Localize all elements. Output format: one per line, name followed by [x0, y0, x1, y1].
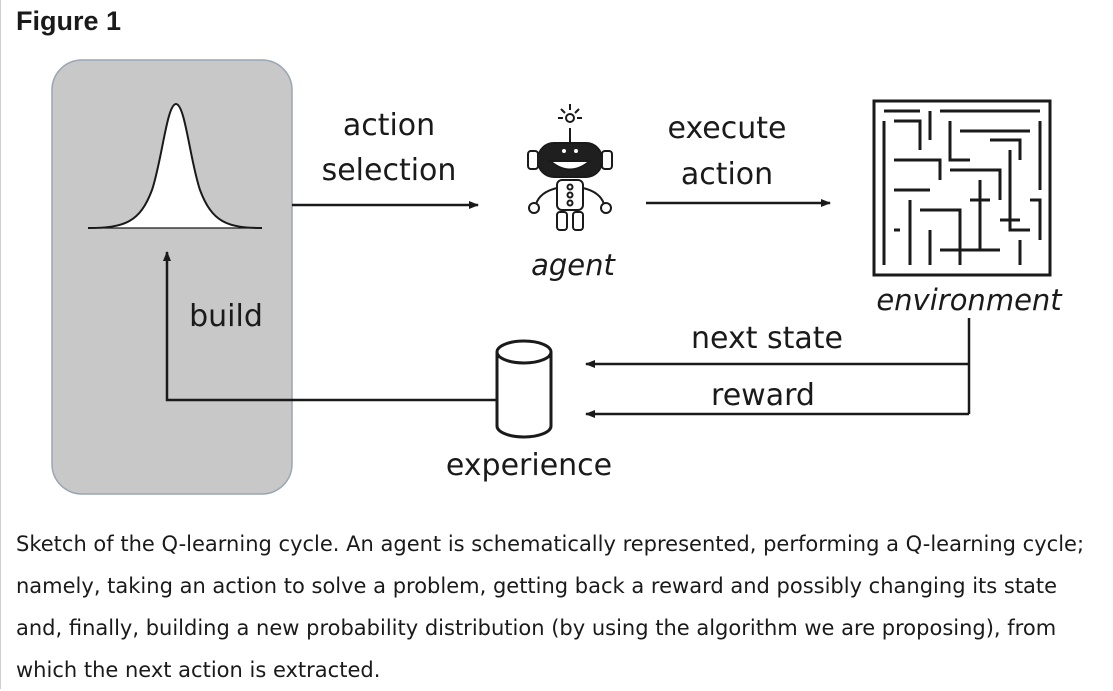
next-state-label: next state	[691, 321, 843, 356]
gaussian-curve-icon	[87, 102, 263, 229]
database-cylinder-icon	[495, 339, 553, 439]
robot-agent-icon	[527, 104, 613, 231]
action-selection-line2: selection	[322, 153, 457, 188]
build-label: build	[189, 299, 263, 334]
execute-action-line2: action	[681, 157, 773, 192]
environment-label: environment	[876, 283, 1063, 317]
gaussian-fill	[88, 104, 262, 228]
distribution-panel	[51, 59, 293, 495]
page-left-border	[0, 0, 1, 689]
action-selection-line1: action	[343, 108, 435, 143]
figure-title: Figure 1	[16, 6, 122, 36]
figure-caption: Sketch of the Q-learning cycle. An agent…	[16, 532, 1085, 682]
reward-label: reward	[711, 378, 815, 413]
build-arrow	[163, 251, 497, 402]
execute-action-line1: execute	[668, 111, 787, 146]
experience-label: experience	[446, 448, 612, 483]
maze-environment-icon	[872, 99, 1052, 277]
agent-label: agent	[531, 248, 616, 282]
